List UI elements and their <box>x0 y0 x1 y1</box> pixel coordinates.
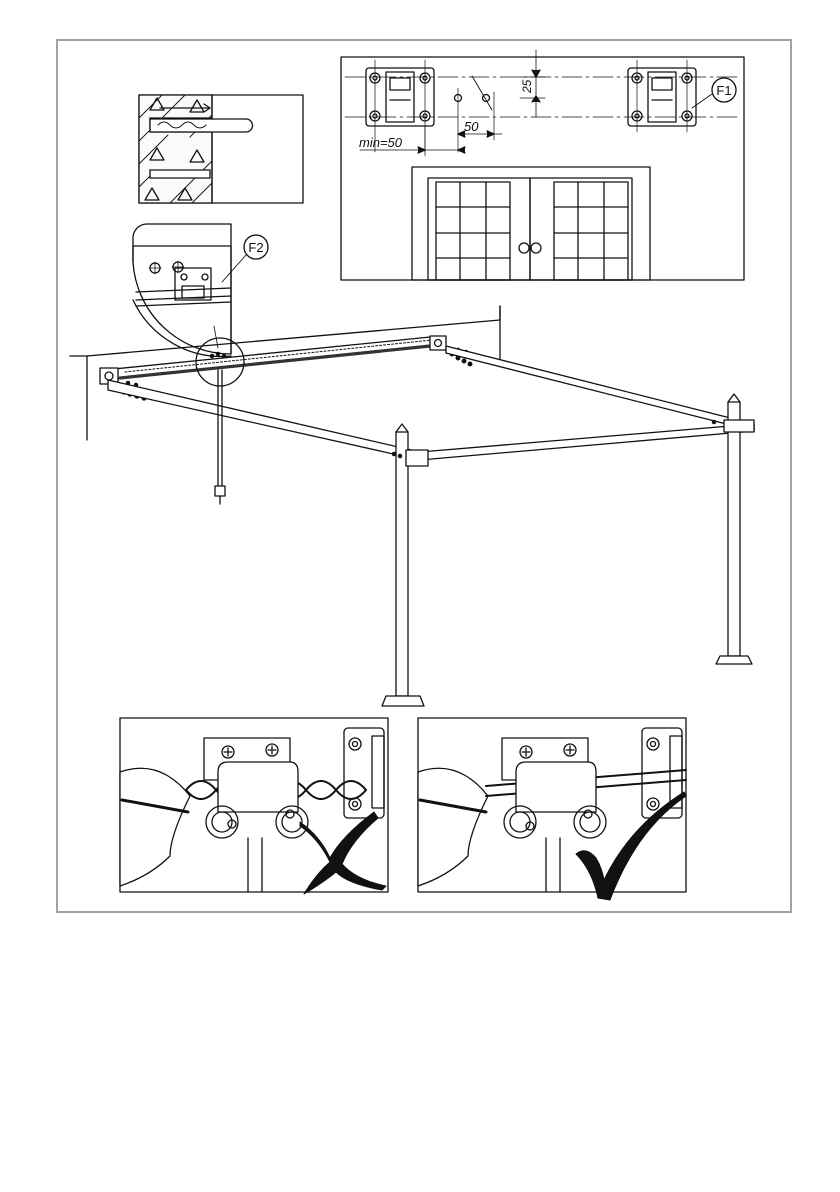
dimension-min-label: min=50 <box>359 135 403 150</box>
anchor-bolt <box>150 119 253 132</box>
incorrect-panel <box>120 718 388 894</box>
pull-cord <box>215 370 225 504</box>
f2-label: F2 <box>248 240 263 255</box>
f1-label: F1 <box>716 83 731 98</box>
door-knob-right <box>531 243 541 253</box>
wall-anchor-detail <box>139 95 303 203</box>
dimension-25-label: 25 <box>520 79 534 94</box>
correct-panel <box>418 718 686 900</box>
pergola-frame <box>70 306 754 706</box>
dimension-50-label: 50 <box>464 119 479 134</box>
front-left-post <box>382 424 428 706</box>
double-door <box>412 167 650 280</box>
bracket-spacing-plan <box>341 50 744 280</box>
wall-beam <box>104 336 444 380</box>
right-wall-bracket <box>628 60 696 132</box>
door-knob-left <box>519 243 529 253</box>
